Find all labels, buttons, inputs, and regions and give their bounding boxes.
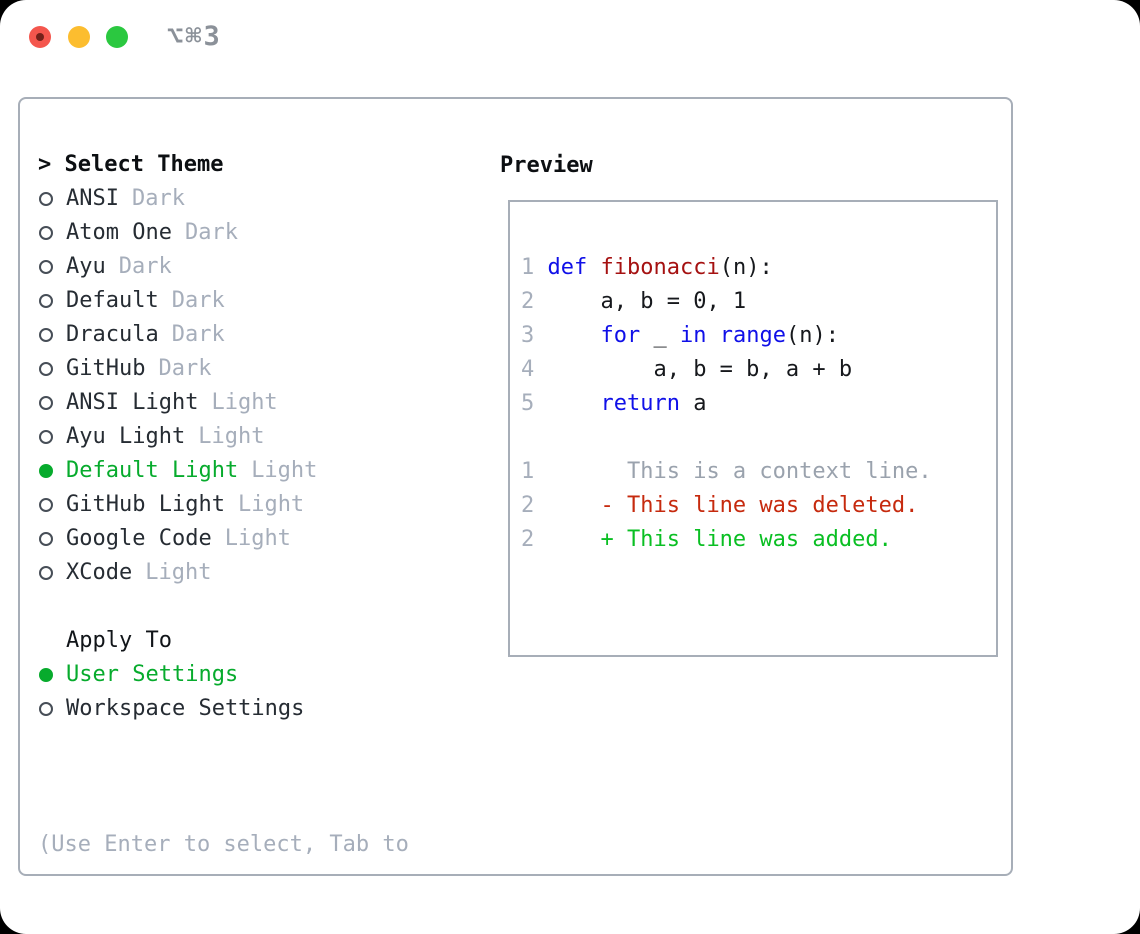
radio-unselected-icon: [39, 498, 53, 512]
theme-option-github-dark[interactable]: GitHub Dark: [39, 352, 211, 386]
code-preview-box: 1 def fibonacci(n): 2 a, b = 0, 1 3 for …: [508, 200, 998, 657]
close-button[interactable]: [29, 26, 51, 48]
apply-to-header: Apply To: [66, 628, 172, 653]
select-theme-header: > Select Theme: [38, 152, 224, 177]
theme-option-ayu-light[interactable]: Ayu Light Light: [39, 420, 264, 454]
code-line-4: 4 a, b = b, a + b: [521, 357, 853, 382]
theme-panel: > Select Theme ANSI Dark Atom One Dark A…: [18, 97, 1013, 876]
diff-added-line: 2 + This line was added.: [521, 527, 892, 552]
minimize-button[interactable]: [68, 26, 90, 48]
radio-unselected-icon: [39, 566, 53, 580]
help-text-line2: change focus): [38, 930, 409, 934]
theme-option-xcode[interactable]: XCode Light: [39, 556, 211, 590]
theme-option-google-code[interactable]: Google Code Light: [39, 522, 291, 556]
theme-option-default-light[interactable]: Default Light Light: [39, 454, 317, 488]
theme-option-ansi-light[interactable]: ANSI Light Light: [39, 386, 278, 420]
radio-unselected-icon: [39, 294, 53, 308]
radio-unselected-icon: [39, 328, 53, 342]
code-line-2: 2 a, b = 0, 1: [521, 289, 747, 314]
preview-header: Preview: [500, 153, 593, 178]
diff-context-line: 1 This is a context line.: [521, 459, 932, 484]
cursor-prefix: >: [38, 152, 65, 177]
window-title: ⌥⌘3: [167, 21, 222, 52]
close-dot-icon: [36, 33, 44, 41]
apply-option-user-settings[interactable]: User Settings: [39, 658, 238, 692]
radio-unselected-icon: [39, 260, 53, 274]
zoom-button[interactable]: [106, 26, 128, 48]
radio-unselected-icon: [39, 430, 53, 444]
help-text-line1: (Use Enter to select, Tab to: [38, 832, 409, 857]
radio-unselected-icon: [39, 532, 53, 546]
theme-option-github-light[interactable]: GitHub Light Light: [39, 488, 304, 522]
theme-option-ansi-dark[interactable]: ANSI Dark: [39, 182, 185, 216]
radio-unselected-icon: [39, 226, 53, 240]
radio-unselected-icon: [39, 362, 53, 376]
theme-option-dracula-dark[interactable]: Dracula Dark: [39, 318, 225, 352]
diff-deleted-line: 2 - This line was deleted.: [521, 493, 919, 518]
code-line-3: 3 for _ in range(n):: [521, 323, 839, 348]
theme-option-default-dark[interactable]: Default Dark: [39, 284, 225, 318]
radio-selected-icon: [39, 464, 53, 478]
help-text: (Use Enter to select, Tab to change focu…: [38, 760, 409, 934]
radio-unselected-icon: [39, 702, 53, 716]
theme-option-ayu-dark[interactable]: Ayu Dark: [39, 250, 172, 284]
theme-option-atom-one-dark[interactable]: Atom One Dark: [39, 216, 238, 250]
code-blank-line: [521, 421, 996, 455]
radio-unselected-icon: [39, 396, 53, 410]
code-line-1: 1 def fibonacci(n):: [521, 255, 773, 280]
radio-selected-icon: [39, 668, 53, 682]
radio-unselected-icon: [39, 192, 53, 206]
code-line-5: 5 return a: [521, 391, 707, 416]
apply-option-workspace-settings[interactable]: Workspace Settings: [39, 692, 304, 726]
